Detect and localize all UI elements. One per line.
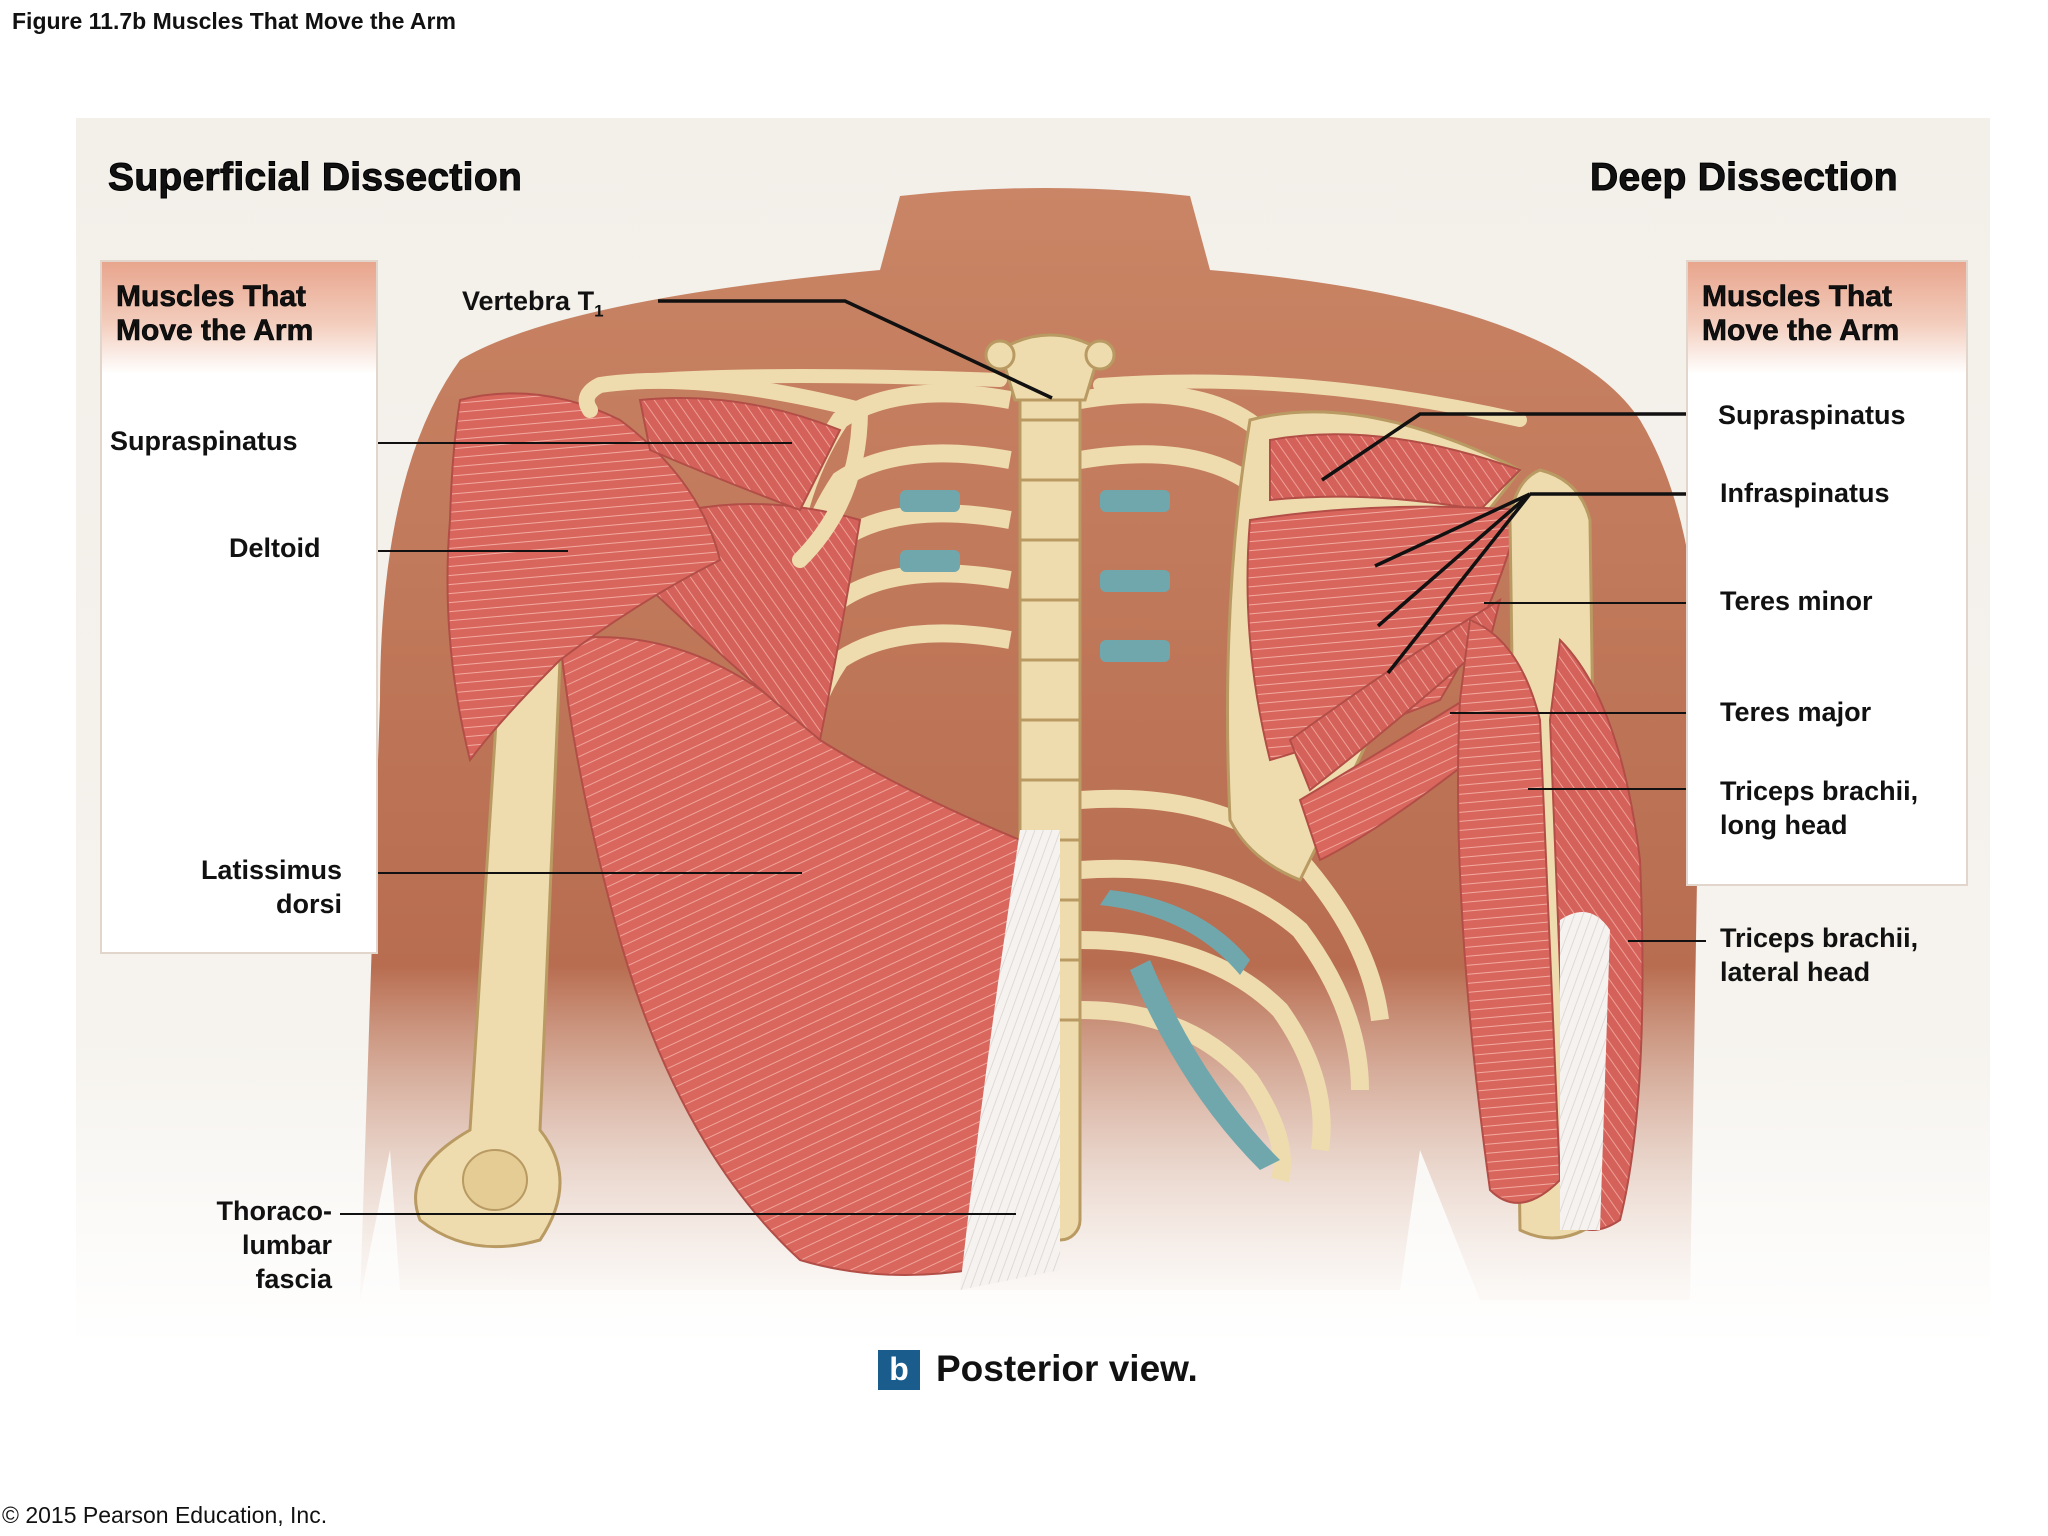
copyright-notice: © 2015 Pearson Education, Inc. <box>2 1502 328 1528</box>
left-box-title-line1: Muscles That <box>116 280 307 314</box>
label-triceps-long-line2: long head <box>1720 810 1848 840</box>
label-deltoid: Deltoid <box>229 533 321 563</box>
label-vertebra-t1: Vertebra T1 <box>462 284 604 328</box>
right-muscle-box: Muscles That Move the Arm <box>1686 260 1968 886</box>
label-teres-minor: Teres minor <box>1720 586 1873 616</box>
label-supraspinatus-left: Supraspinatus <box>110 426 298 456</box>
label-supraspinatus-right: Supraspinatus <box>1718 400 1906 430</box>
label-triceps-lateral-line2: lateral head <box>1720 957 1871 987</box>
triceps-tendon <box>1560 912 1610 1230</box>
label-thoraco-line3: fascia <box>255 1264 332 1294</box>
label-latissimus-dorsi: Latissimus dorsi <box>150 853 342 921</box>
figure-caption: Figure 11.7b Muscles That Move the Arm <box>12 8 456 34</box>
label-teres-major: Teres major <box>1720 697 1872 727</box>
left-clavicle <box>593 369 1007 392</box>
deep-dissection-title: Deep Dissection <box>1590 156 1899 200</box>
right-box-title: Muscles That Move the Arm <box>1702 280 1962 348</box>
right-box-title-line2: Move the Arm <box>1702 314 1900 348</box>
label-thoraco-line1: Thoraco- <box>216 1196 332 1226</box>
view-caption: Posterior view. <box>936 1348 1198 1389</box>
left-box-header <box>102 262 376 374</box>
label-triceps-long-line1: Triceps brachii, <box>1720 776 1919 806</box>
infraspinatus-muscle <box>1246 505 1522 762</box>
deltoid-muscle <box>446 392 722 763</box>
label-triceps-lateral-line1: Triceps brachii, <box>1720 923 1919 953</box>
thoracolumbar-fascia <box>960 830 1060 1290</box>
label-latissimus-line1: Latissimus <box>200 855 342 885</box>
intercostal-tissue <box>900 490 1280 1170</box>
right-box-title-line1: Muscles That <box>1702 280 1893 314</box>
label-vertebra-text: Vertebra T <box>462 286 595 316</box>
supraspinatus-left-muscle <box>638 397 842 512</box>
label-thoracolumbar-fascia: Thoraco- lumbar fascia <box>150 1194 332 1296</box>
label-triceps-lateral-head: Triceps brachii, lateral head <box>1720 921 1918 989</box>
right-clavicle <box>1093 374 1527 427</box>
triceps-long-head-muscle <box>1457 618 1562 1204</box>
right-box-header <box>1688 262 1966 374</box>
label-thoraco-line2: lumbar <box>241 1230 332 1260</box>
label-latissimus-line2: dorsi <box>275 889 342 919</box>
view-badge: b <box>878 1350 920 1390</box>
left-humerus <box>414 638 562 1249</box>
leader-lines <box>340 299 1706 1215</box>
left-box-title: Muscles That Move the Arm <box>116 280 376 348</box>
supraspinatus-right-muscle <box>1269 433 1522 512</box>
left-muscle-box: Muscles That Move the Arm <box>100 260 378 954</box>
label-infraspinatus: Infraspinatus <box>1720 478 1890 508</box>
label-vertebra-subscript: 1 <box>594 301 604 321</box>
superficial-dissection-title: Superficial Dissection <box>107 156 523 200</box>
label-triceps-long-head: Triceps brachii, long head <box>1720 774 1918 842</box>
left-box-title-line2: Move the Arm <box>116 314 314 348</box>
